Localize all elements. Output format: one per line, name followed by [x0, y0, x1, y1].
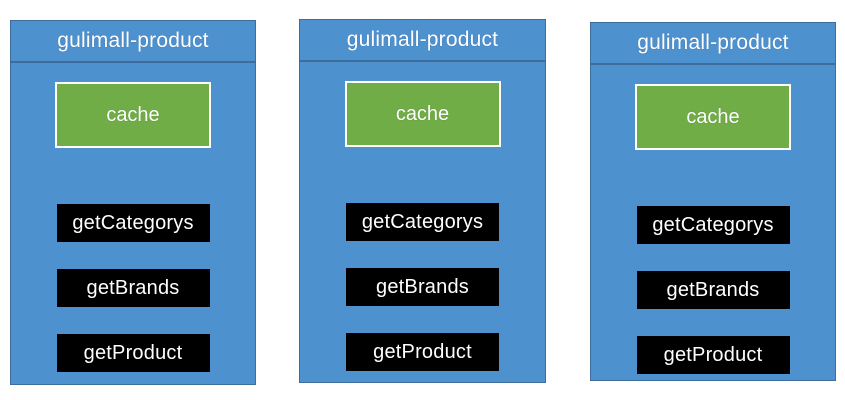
method-box-getbrands: getBrands	[636, 271, 790, 309]
service-instance-panel-2: gulimall-product cache getCategorys getB…	[299, 19, 546, 383]
method-box-getproduct: getProduct	[346, 333, 499, 371]
cache-box: cache	[635, 84, 791, 150]
method-box-getbrands: getBrands	[56, 269, 210, 307]
service-instance-panel-1: gulimall-product cache getCategorys getB…	[10, 20, 256, 385]
cache-box: cache	[55, 82, 211, 148]
method-box-getbrands: getBrands	[346, 268, 499, 306]
method-box-getcategorys: getCategorys	[346, 203, 499, 241]
method-list: getCategorys getBrands getProduct	[300, 203, 545, 371]
method-box-getproduct: getProduct	[56, 334, 210, 372]
panel-title: gulimall-product	[300, 20, 545, 62]
cache-box: cache	[344, 81, 501, 147]
method-list: getCategorys getBrands getProduct	[591, 206, 835, 374]
panel-title: gulimall-product	[11, 21, 255, 63]
method-box-getproduct: getProduct	[636, 336, 790, 374]
service-instance-panel-3: gulimall-product cache getCategorys getB…	[590, 22, 836, 381]
method-box-getcategorys: getCategorys	[56, 204, 210, 242]
method-box-getcategorys: getCategorys	[636, 206, 790, 244]
panel-title: gulimall-product	[591, 23, 835, 65]
method-list: getCategorys getBrands getProduct	[11, 204, 255, 372]
